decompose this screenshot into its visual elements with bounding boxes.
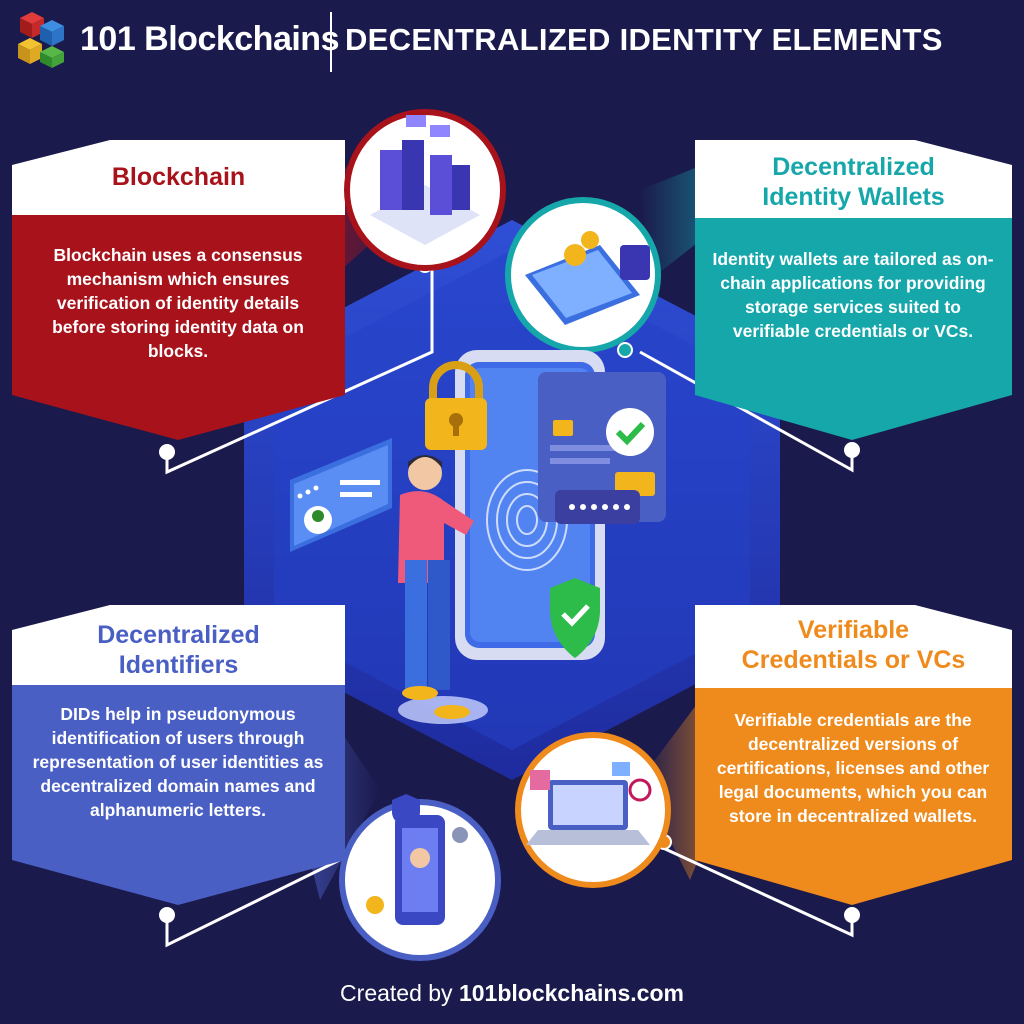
logo-cube-icon (18, 12, 64, 68)
page-title: DECENTRALIZED IDENTITY ELEMENTS (345, 22, 943, 57)
wallets-card (695, 140, 1012, 440)
blockchain-card (12, 140, 345, 440)
wallets-body: Identity wallets are tailored as on-chai… (712, 249, 994, 341)
credentials-title-line2: Credentials or VCs (741, 646, 966, 674)
credentials-title-line1: Verifiable (797, 616, 910, 644)
identifiers-title: Decentralized Identifiers (12, 620, 345, 680)
check-badge-icon (606, 408, 654, 456)
connector-node-teal (617, 342, 633, 358)
footer-credit: Created by 101blockchains.com (0, 968, 1024, 1024)
header-bar: 101 Blockchains DECENTRALIZED IDENTITY E… (0, 0, 1024, 86)
blockchain-body: Blockchain uses a consensus mechanism wh… (52, 245, 304, 361)
footer-site-link[interactable]: 101blockchains.com (458, 980, 684, 1006)
password-field-icon (555, 490, 640, 524)
wallets-title-line2: Identity Wallets (762, 183, 945, 211)
brand-name: 101 Blockchains (80, 20, 339, 58)
connector-node-red-end (159, 444, 175, 460)
identifiers-body: DIDs help in pseudonymous identification… (32, 704, 324, 820)
identifiers-title-line1: Decentralized (97, 621, 260, 649)
id-phone-icon (339, 794, 501, 961)
connector-node-blue-end (159, 907, 175, 923)
shield-check-icon (550, 578, 600, 658)
person-icon (398, 455, 488, 724)
wallets-title-line1: Decentralized (772, 153, 935, 181)
identifiers-title-line2: Identifiers (118, 651, 239, 679)
wallets-title: Decentralized Identity Wallets (695, 152, 1012, 212)
laptop-credential-icon (515, 732, 671, 888)
header-divider (330, 12, 332, 72)
footer-prefix: Created by (340, 980, 459, 1006)
connector-node-orange-end (844, 907, 860, 923)
id-card-icon (290, 438, 392, 552)
server-stack-icon (344, 109, 506, 271)
credentials-body: Verifiable credentials are the decentral… (716, 710, 990, 826)
identifiers-card (12, 605, 345, 905)
blockchain-title: Blockchain (111, 163, 246, 191)
credentials-card (695, 605, 1012, 905)
wallet-phone-icon (505, 197, 661, 353)
credentials-title: Verifiable Credentials or VCs (695, 615, 1012, 675)
connector-node-teal-end (844, 442, 860, 458)
padlock-icon (425, 361, 487, 450)
